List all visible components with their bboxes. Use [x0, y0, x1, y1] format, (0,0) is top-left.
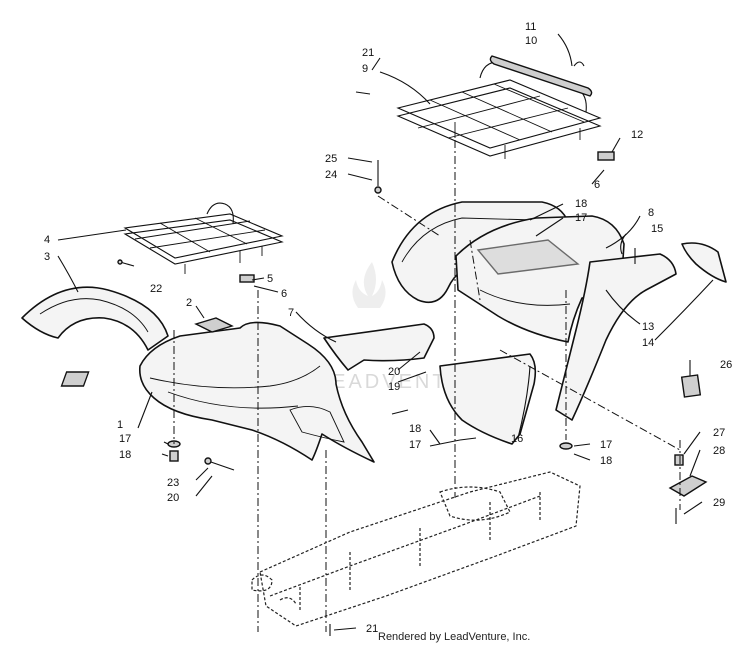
- callout-20a: 20: [388, 366, 400, 378]
- callout-10: 10: [525, 35, 537, 47]
- callout-18c: 18: [409, 423, 421, 435]
- callout-15: 15: [651, 223, 663, 235]
- washer-17-right[interactable]: [559, 442, 573, 450]
- callout-6a: 6: [281, 288, 287, 300]
- callout-4: 4: [44, 234, 50, 246]
- front-rack[interactable]: [123, 202, 284, 274]
- callout-11: 11: [525, 21, 536, 33]
- rear-rack-9[interactable]: [396, 61, 602, 159]
- bolt-27[interactable]: [674, 454, 684, 466]
- bolt-18-left[interactable]: [169, 450, 179, 462]
- callout-12: 12: [631, 129, 643, 141]
- spacer-5[interactable]: [239, 274, 255, 283]
- cap-11[interactable]: [573, 61, 585, 67]
- callout-17d: 17: [600, 439, 612, 451]
- callout-13: 13: [642, 321, 654, 333]
- bolt-18-17-center[interactable]: [391, 409, 477, 441]
- callout-14: 14: [642, 337, 654, 349]
- callout-8: 8: [648, 207, 654, 219]
- callout-22: 22: [150, 283, 162, 295]
- callout-16: 16: [511, 433, 523, 445]
- callout-19: 19: [388, 381, 400, 393]
- callout-18a: 18: [119, 449, 131, 461]
- callout-20b: 20: [167, 492, 179, 504]
- callout-17a: 17: [119, 433, 131, 445]
- callout-18d: 18: [600, 455, 612, 467]
- bolt-21-top[interactable]: [355, 91, 371, 95]
- callout-17b: 17: [575, 212, 587, 224]
- tube-10[interactable]: [489, 55, 593, 97]
- callout-7: 7: [288, 307, 294, 319]
- callout-labels: 1 2 3 4 5 6 6 7 8 9 10 11 12 13 14 15 16…: [44, 21, 732, 635]
- frame: [251, 471, 581, 627]
- side-panel-16[interactable]: [439, 353, 537, 445]
- bracket-28[interactable]: [668, 475, 708, 497]
- spacer-12[interactable]: [597, 151, 615, 161]
- credit-text: Rendered by LeadVenture, Inc.: [378, 631, 530, 643]
- callout-21a: 21: [362, 47, 374, 59]
- callout-3: 3: [44, 251, 50, 263]
- callout-24: 24: [325, 169, 337, 181]
- reflector-26[interactable]: [680, 374, 702, 398]
- callout-21b: 21: [366, 623, 378, 635]
- callout-2: 2: [186, 297, 192, 309]
- panel-7[interactable]: [323, 323, 435, 371]
- callout-1: 1: [117, 419, 123, 431]
- callout-17c: 17: [409, 439, 421, 451]
- callout-6b: 6: [594, 179, 600, 191]
- bolt-22[interactable]: [117, 259, 135, 267]
- callout-18b: 18: [575, 198, 587, 210]
- callout-23: 23: [167, 477, 179, 489]
- callout-5: 5: [267, 273, 273, 285]
- flare-13[interactable]: [555, 253, 677, 421]
- pad-2[interactable]: [194, 317, 234, 333]
- callout-28: 28: [713, 445, 725, 457]
- callout-26: 26: [720, 359, 732, 371]
- callout-25: 25: [325, 153, 337, 165]
- callout-9: 9: [362, 63, 368, 75]
- front-body-1[interactable]: [60, 321, 375, 463]
- callout-29: 29: [713, 497, 725, 509]
- callout-27: 27: [713, 427, 725, 439]
- bolt-23-20[interactable]: [204, 457, 235, 471]
- callout-lines: [57, 33, 714, 631]
- front-fender-3[interactable]: [21, 286, 169, 351]
- bolt-24-25[interactable]: [374, 160, 382, 194]
- watermark-logo: [352, 262, 386, 308]
- rear-body-8[interactable]: [455, 215, 625, 343]
- mudflap-14[interactable]: [681, 242, 727, 283]
